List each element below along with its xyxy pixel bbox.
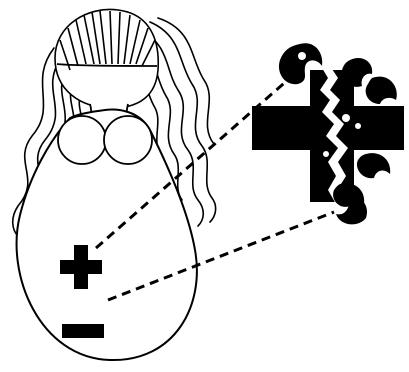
hair-fringe bbox=[55, 9, 158, 108]
magnified-plus-symbol bbox=[252, 43, 404, 224]
body-minus-symbol bbox=[62, 324, 104, 338]
